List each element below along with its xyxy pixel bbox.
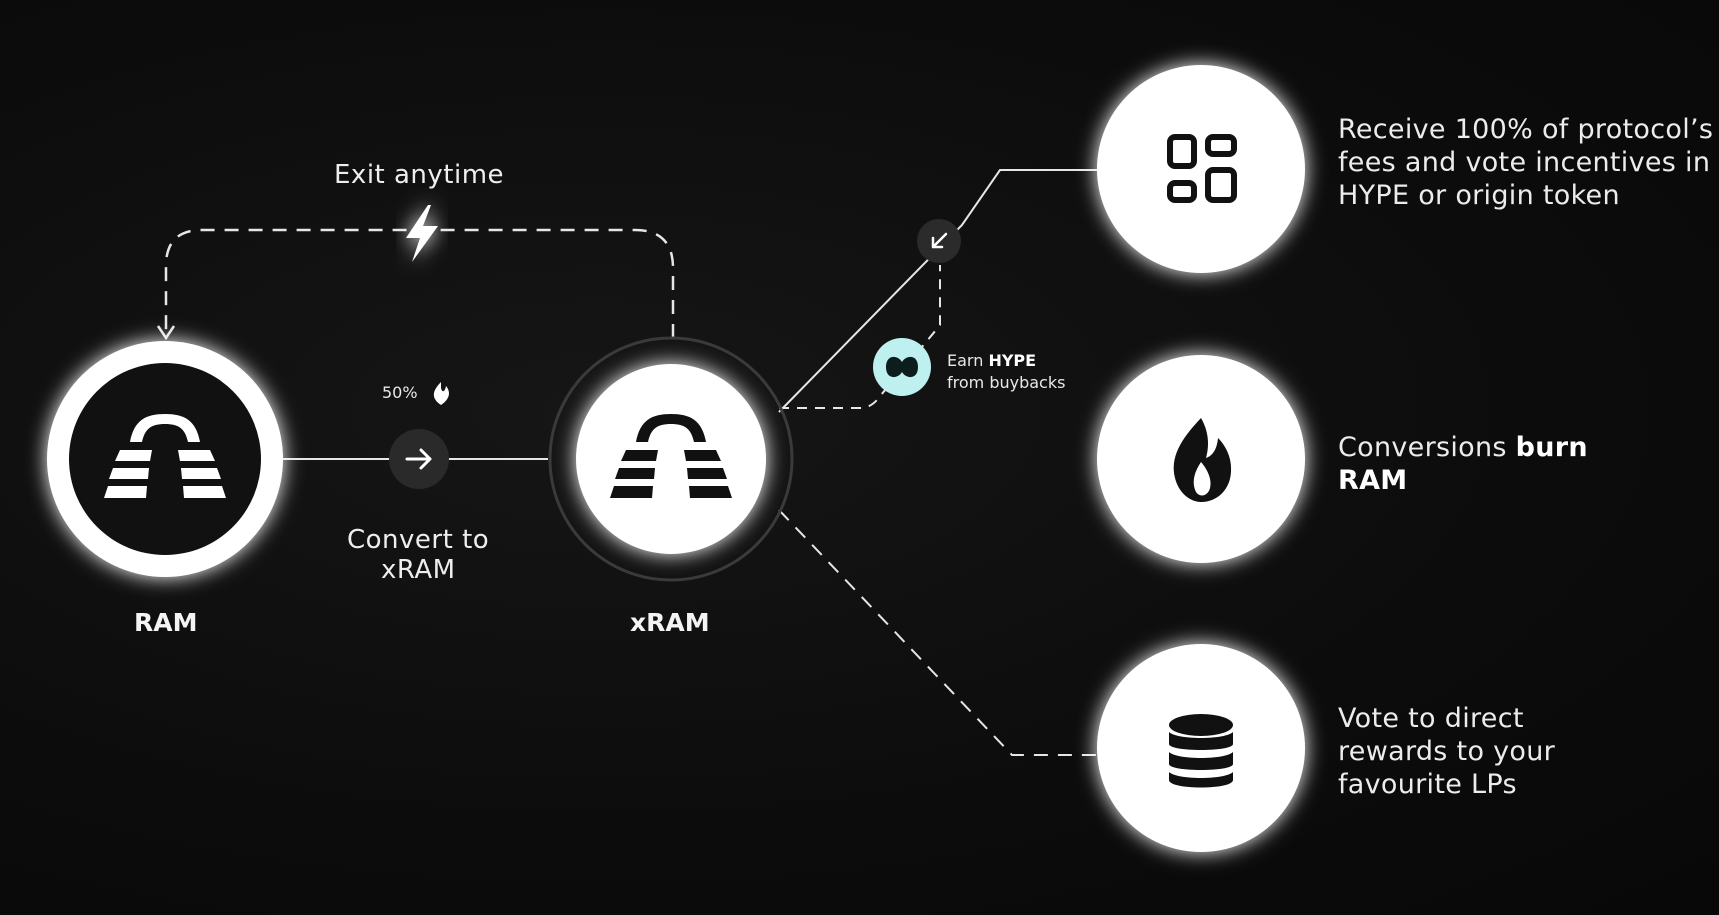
ram-node (47, 341, 283, 577)
xram-label: xRAM (630, 608, 710, 637)
burn-percent-label: 50% (382, 383, 418, 402)
hype-earn-prefix: Earn (947, 351, 984, 370)
grid-icon (1167, 134, 1237, 203)
ram-logo-icon (104, 414, 226, 498)
benefit-circle-1 (1097, 65, 1305, 273)
hype-badge (873, 338, 931, 396)
benefit-2-bold-ram: RAM (1338, 465, 1408, 496)
hype-dashed-line (779, 265, 941, 409)
hype-logo-icon (886, 356, 918, 378)
lightning-icon (406, 205, 438, 262)
convert-arrow-button (389, 429, 449, 489)
flame-icon (1173, 418, 1232, 502)
benefit-1-line-1: Receive 100% of protocol’s (1338, 114, 1714, 145)
benefit-3-line-2: rewards to your (1338, 736, 1556, 767)
ram-label: RAM (134, 608, 198, 637)
hype-earn-line1: Earn HYPE (947, 351, 1036, 370)
database-icon (1169, 714, 1233, 788)
exit-label: Exit anytime (334, 160, 505, 190)
benefit-2-line-1: Conversions burn (1338, 431, 1588, 464)
arrow-down-left-icon (931, 232, 948, 249)
xram-logo-icon (610, 414, 732, 498)
flame-inner-icon (1193, 462, 1211, 496)
collect-badge (917, 219, 961, 263)
arrow-right-icon (405, 448, 432, 470)
benefit-2-bold: burn (1515, 432, 1588, 463)
link-line-top (778, 169, 1098, 413)
link-line-bottom (778, 509, 1098, 756)
convert-label-line1: Convert to (347, 525, 490, 555)
benefit-1-line-2: fees and vote incentives in (1338, 147, 1711, 178)
benefit-text-1: Receive 100% of protocol’s fees and vote… (1338, 113, 1713, 212)
benefit-1-line-3: HYPE or origin token (1338, 180, 1620, 211)
convert-label-line2: xRAM (381, 555, 456, 585)
benefit-text-2: Conversions burn RAM (1338, 431, 1588, 497)
benefit-3-line-3: favourite LPs (1338, 769, 1517, 800)
benefit-2-line-2: RAM (1338, 464, 1588, 497)
benefit-2-prefix: Conversions (1338, 432, 1507, 463)
flame-small-icon (433, 382, 449, 405)
hype-earn-token: HYPE (988, 351, 1037, 370)
xram-node (548, 336, 794, 582)
benefit-text-3: Vote to direct rewards to your favourite… (1338, 702, 1555, 801)
exit-loop-arrowhead (156, 325, 176, 341)
benefit-3-line-1: Vote to direct (1338, 703, 1524, 734)
hype-earn-suffix: from buybacks (947, 373, 1066, 392)
